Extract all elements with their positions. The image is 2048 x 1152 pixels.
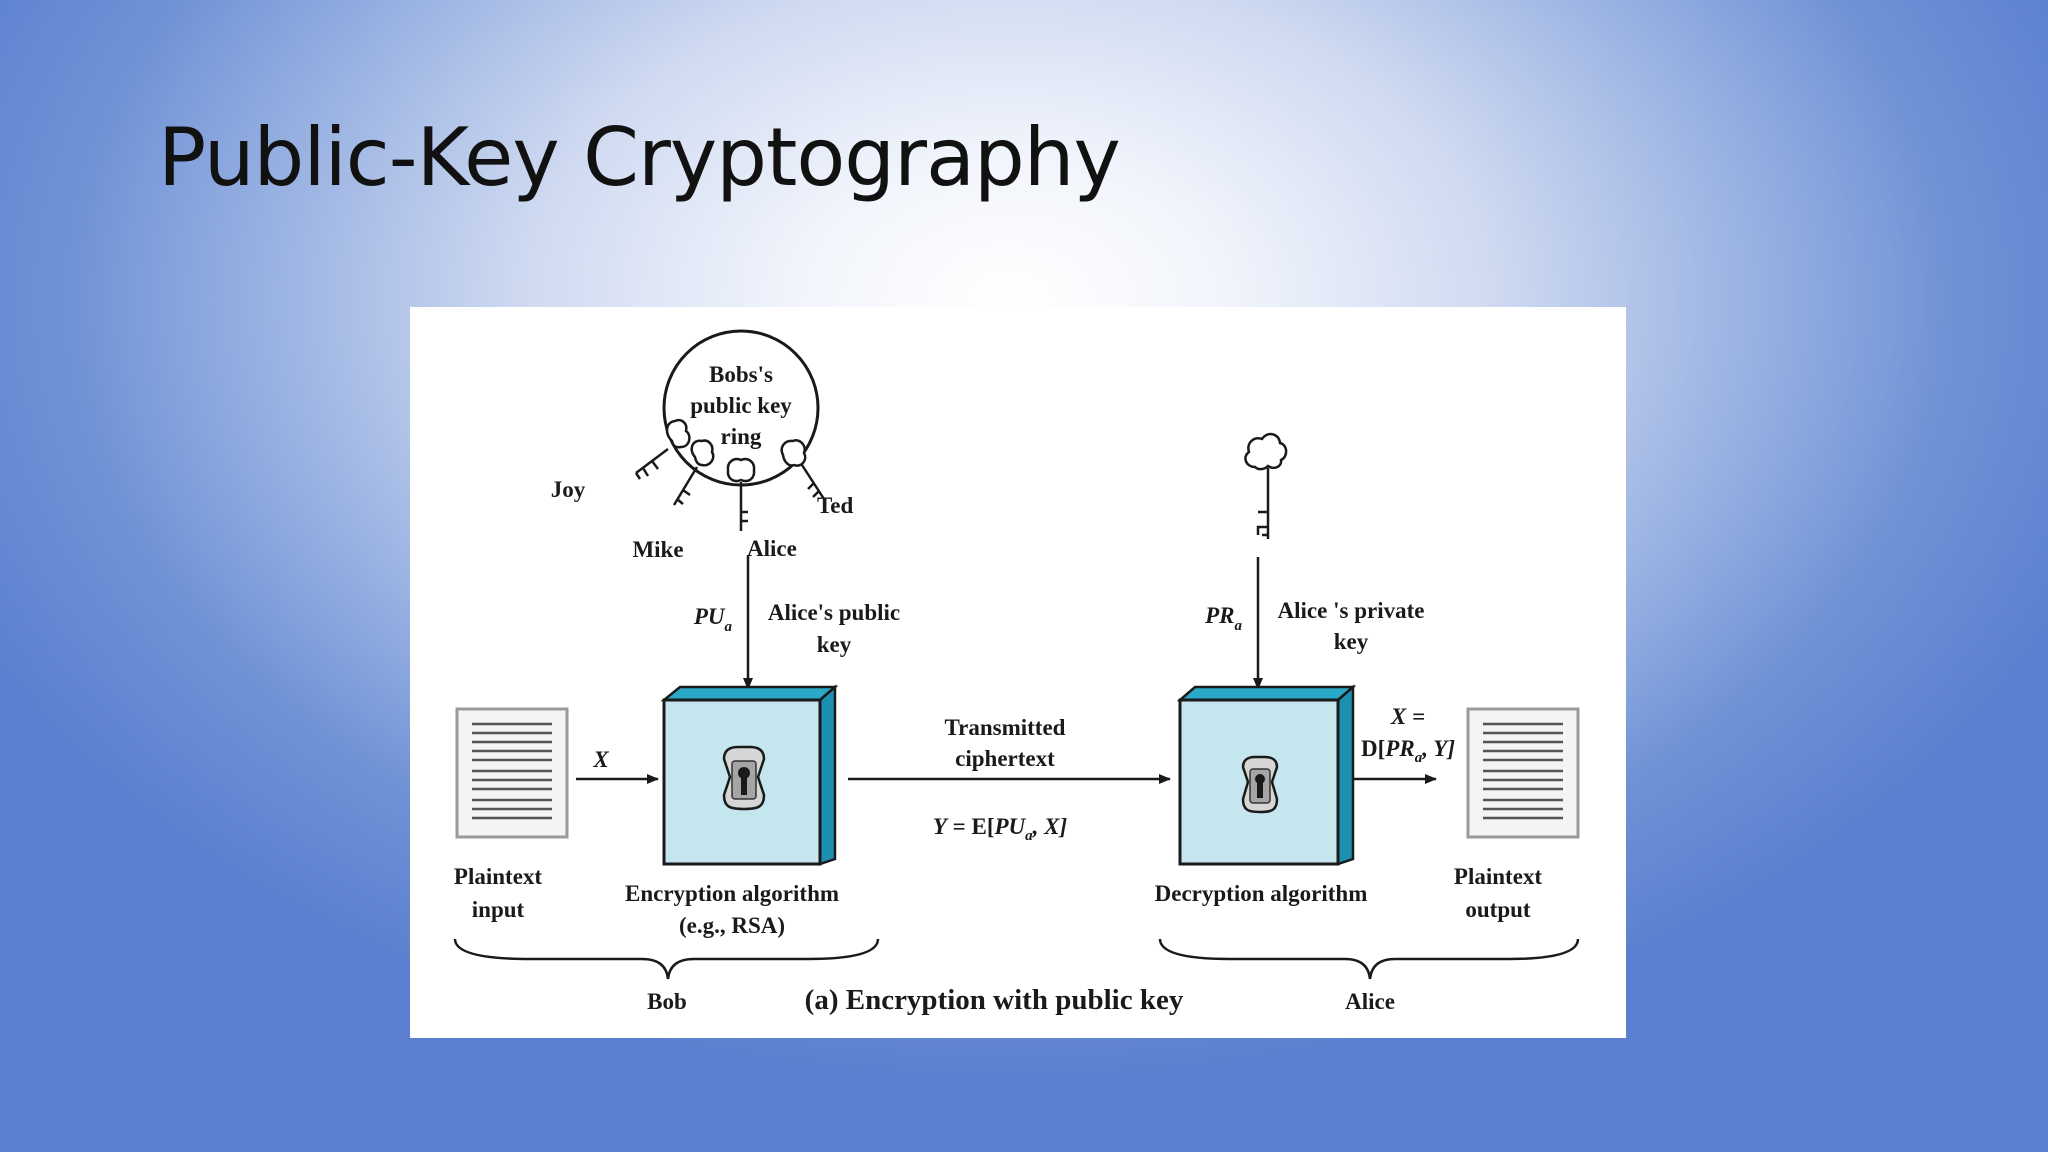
key-name-mike: Mike xyxy=(632,537,683,562)
plaintext-input-label-2: input xyxy=(472,897,525,922)
public-key-desc-2: key xyxy=(817,632,852,657)
plaintext-output-label-1: Plaintext xyxy=(1454,864,1542,889)
private-key-desc-2: key xyxy=(1334,629,1369,654)
alice-brace xyxy=(1158,938,1580,980)
diagram-canvas: Bobs's public key ring Joy Mike Alice Te… xyxy=(453,329,1580,1016)
decryption-label: Decryption algorithm xyxy=(1155,881,1368,906)
joy-key-icon xyxy=(634,418,691,480)
transmitted-label-2: ciphertext xyxy=(955,746,1055,771)
public-key-ring: Bobs's public key ring Joy Mike Alice Te… xyxy=(551,329,853,562)
private-key-icon xyxy=(1244,432,1288,539)
encryption-diagram: Bobs's public key ring Joy Mike Alice Te… xyxy=(410,307,1626,1038)
decryption-lock-icon xyxy=(1241,755,1279,814)
key-name-ted: Ted xyxy=(817,493,853,518)
key-ring-label-3: ring xyxy=(721,424,762,449)
encryption-label-1: Encryption algorithm xyxy=(625,881,839,906)
ciphertext-formula: Y = E[PUa, X] xyxy=(933,814,1068,844)
alice-key-icon xyxy=(726,457,756,531)
encryption-label-2: (e.g., RSA) xyxy=(679,913,785,938)
slide-title: Public-Key Cryptography xyxy=(158,111,1121,204)
public-key-symbol: PUa xyxy=(693,604,733,635)
transmitted-label-1: Transmitted xyxy=(945,715,1066,740)
key-name-alice: Alice xyxy=(747,536,797,561)
encryption-algorithm-box xyxy=(660,684,839,866)
mike-key-icon xyxy=(672,439,715,506)
document-lines xyxy=(472,722,552,820)
key-name-joy: Joy xyxy=(551,477,586,502)
figure-caption: (a) Encryption with public key xyxy=(805,984,1184,1016)
document-lines xyxy=(1483,722,1563,820)
plaintext-input-label-1: Plaintext xyxy=(454,864,542,889)
plaintext-output-label-2: output xyxy=(1465,897,1531,922)
private-key-symbol: PRa xyxy=(1204,603,1242,634)
key-ring-label-1: Bobs's xyxy=(709,362,773,387)
key-ring-label-2: public key xyxy=(690,393,792,418)
result-formula-1: X = xyxy=(1390,704,1425,729)
encryption-lock-icon xyxy=(722,745,766,811)
ted-key-icon xyxy=(780,439,826,500)
public-key-desc-1: Alice's public xyxy=(768,600,900,625)
bob-group-label: Bob xyxy=(647,989,687,1014)
input-arrow-label: X xyxy=(592,747,609,772)
bob-brace xyxy=(453,938,880,980)
private-key-desc-1: Alice 's private xyxy=(1278,598,1425,623)
alice-group-label: Alice xyxy=(1345,989,1395,1014)
plaintext-input-document xyxy=(455,707,569,839)
plaintext-output-document xyxy=(1466,707,1580,839)
result-formula-2: D[PRa, Y] xyxy=(1361,736,1455,766)
